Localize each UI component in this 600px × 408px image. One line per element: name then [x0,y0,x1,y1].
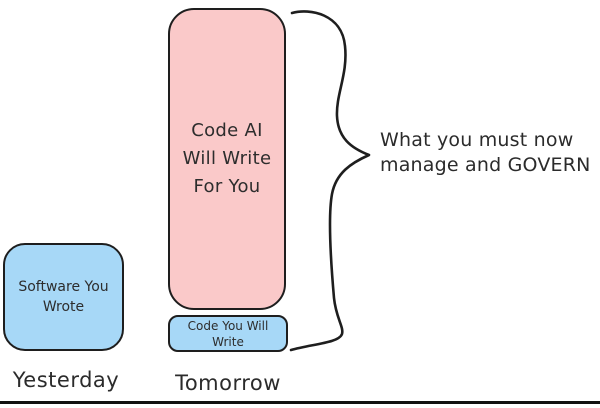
your-code-box-label: Code You Will Write [187,318,269,349]
brace-annotation: What you must now manage and GOVERN [380,129,591,176]
ai-code-box-label: Code AI Will Write For You [182,120,272,197]
bottom-rule [0,401,600,404]
software-you-wrote-label: Software You Wrote [18,279,109,315]
software-you-wrote-box: Software You Wrote [3,243,124,351]
ai-code-box: Code AI Will Write For You [168,8,286,310]
your-code-box: Code You Will Write [168,315,288,352]
yesterday-caption: Yesterday [12,368,120,392]
tomorrow-caption: Tomorrow [175,371,281,395]
